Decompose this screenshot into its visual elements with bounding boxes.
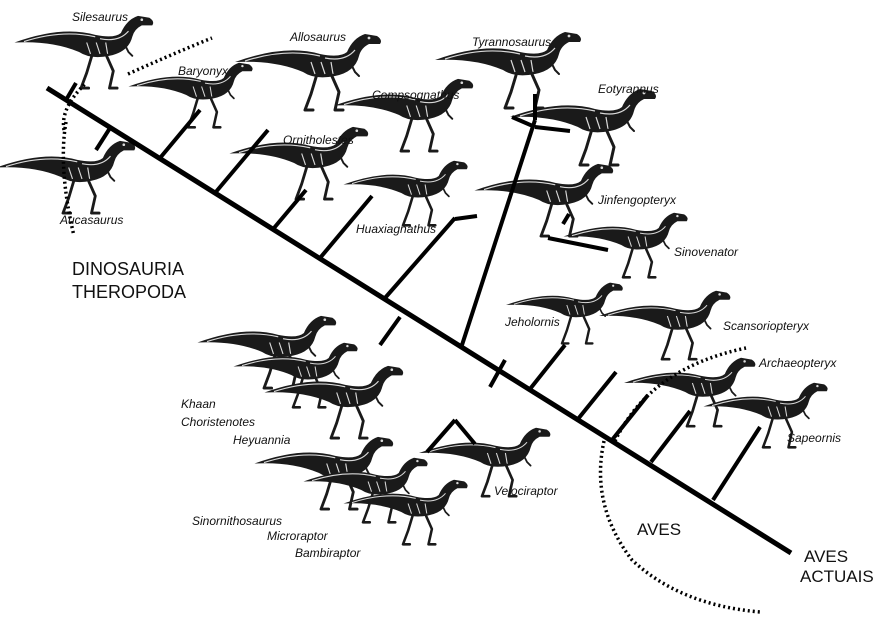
silhouette-eye: [816, 385, 818, 387]
silhouette-legs: [687, 394, 721, 426]
huaxiagnathus-skeleton: [344, 161, 468, 226]
taxon-label-ornitholestes: Ornitholestes: [283, 133, 354, 147]
group-label-aves: AVES: [637, 520, 681, 540]
taxon-label-compsognathus: Compsognathus: [372, 88, 459, 102]
silhouette-legs: [403, 514, 435, 545]
taxon-label-jinfengopteryx: Jinfengopteryx: [598, 193, 676, 207]
silhouette-body: [506, 283, 623, 318]
silhouette-eye: [140, 18, 143, 21]
branch-line: [713, 427, 760, 500]
silhouette-eye: [718, 293, 721, 296]
silhouette-eye: [600, 166, 603, 169]
jinfengopteryx-skeleton: [475, 164, 614, 236]
silhouette-legs: [188, 97, 220, 128]
silhouette-eye: [346, 345, 348, 347]
silhouette-body: [198, 316, 337, 357]
silhouette-eye: [241, 65, 243, 67]
heyuannia-skeleton: [265, 366, 404, 438]
branch-line: [455, 216, 477, 219]
branch-line: [455, 420, 475, 444]
group-label-line-2: THEROPODA: [72, 281, 186, 304]
silhouette-body: [344, 161, 468, 198]
taxon-label-huaxiagnathus: Huaxiagnathus: [356, 222, 436, 236]
branch-line: [462, 120, 535, 345]
silhouette-legs: [81, 54, 117, 88]
silhouette-eye: [538, 430, 541, 433]
branch-line: [215, 130, 268, 193]
branch-line: [535, 127, 570, 131]
silhouette-eye: [380, 439, 383, 442]
group-label-dinosauria-theropoda: DINOSAURIA THEROPODA: [72, 258, 186, 304]
silhouette-eye: [323, 318, 326, 321]
silhouette-legs: [505, 72, 543, 108]
branch-line: [274, 190, 306, 228]
silhouette-eye: [456, 482, 458, 484]
silhouette-body: [624, 358, 755, 397]
branch-line: [96, 128, 110, 150]
silhouette-body: [419, 428, 550, 467]
taxon-label-sinornithosaurus: Sinornithosaurus: [192, 514, 282, 528]
taxon-label-sapeornis: Sapeornis: [787, 431, 841, 445]
branch-line: [306, 190, 320, 258]
taxon-label-tyrannosaurus: Tyrannosaurus: [472, 35, 551, 49]
branch-line: [563, 214, 569, 224]
silhouette-eye: [676, 215, 678, 217]
branch-line: [651, 411, 690, 462]
silhouette-eye: [416, 460, 418, 462]
silhouette-eye: [743, 360, 746, 363]
silhouette-eye: [390, 368, 393, 371]
branch-line: [530, 345, 565, 389]
taxon-label-scansoriopteryx: Scansoriopteryx: [723, 319, 809, 333]
silhouette-legs: [662, 327, 696, 359]
branch-line: [160, 110, 200, 158]
silhouette-eye: [355, 129, 358, 132]
taxon-label-heyuannia: Heyuannia: [233, 433, 290, 447]
silhouette-legs: [403, 195, 435, 226]
dotted-ghost-lineage: [615, 348, 746, 441]
taxon-label-eotyrannus: Eotyrannus: [598, 82, 659, 96]
taxon-label-allosaurus: Allosaurus: [290, 30, 346, 44]
silhouette-body: [475, 164, 614, 205]
taxon-label-choristenotes: Choristenotes: [181, 415, 255, 429]
branch-line: [512, 117, 535, 127]
branch-line: [380, 317, 400, 345]
group-label-line-1: AVES: [800, 547, 874, 567]
group-label-line-1: DINOSAURIA: [72, 258, 186, 281]
silhouette-eye: [568, 35, 571, 38]
taxon-label-aucasaurus: Aucasaurus: [60, 213, 123, 227]
silhouette-eye: [368, 37, 371, 40]
silhouette-legs: [541, 202, 577, 236]
branch-line: [612, 395, 648, 440]
taxon-label-jeholornis: Jeholornis: [505, 315, 560, 329]
scansoriopteryx-skeleton: [599, 291, 730, 359]
taxon-label-khaan: Khaan: [181, 397, 216, 411]
silhouette-eye: [456, 163, 458, 165]
branch-line: [578, 372, 616, 419]
group-label-line-2: ACTUAIS: [800, 567, 874, 587]
taxon-label-archaeopteryx: Archaeopteryx: [759, 356, 836, 370]
taxon-label-silesaurus: Silesaurus: [72, 10, 128, 24]
silhouette-legs: [580, 129, 618, 165]
jeholornis-skeleton: [506, 283, 623, 344]
branch-line: [548, 238, 608, 250]
silhouette-legs: [623, 247, 655, 278]
silhouette-eye: [460, 81, 463, 84]
silhouette-legs: [401, 117, 437, 151]
taxon-label-velociraptor: Velociraptor: [494, 484, 558, 498]
silhouette-body: [0, 141, 135, 182]
group-label-aves-actuais: AVES ACTUAIS: [800, 547, 874, 587]
taxon-label-bambiraptor: Bambiraptor: [295, 546, 360, 560]
silhouette-legs: [331, 404, 367, 438]
silesaurus-skeleton: [14, 16, 153, 88]
silhouette-eye: [122, 143, 125, 146]
silhouette-eye: [612, 285, 614, 287]
silhouette-legs: [562, 315, 592, 344]
taxon-label-baryonyx: Baryonyx: [178, 64, 228, 78]
taxon-label-microraptor: Microraptor: [267, 529, 328, 543]
silhouette-body: [599, 291, 730, 330]
taxon-label-sinovenator: Sinovenator: [674, 245, 738, 259]
